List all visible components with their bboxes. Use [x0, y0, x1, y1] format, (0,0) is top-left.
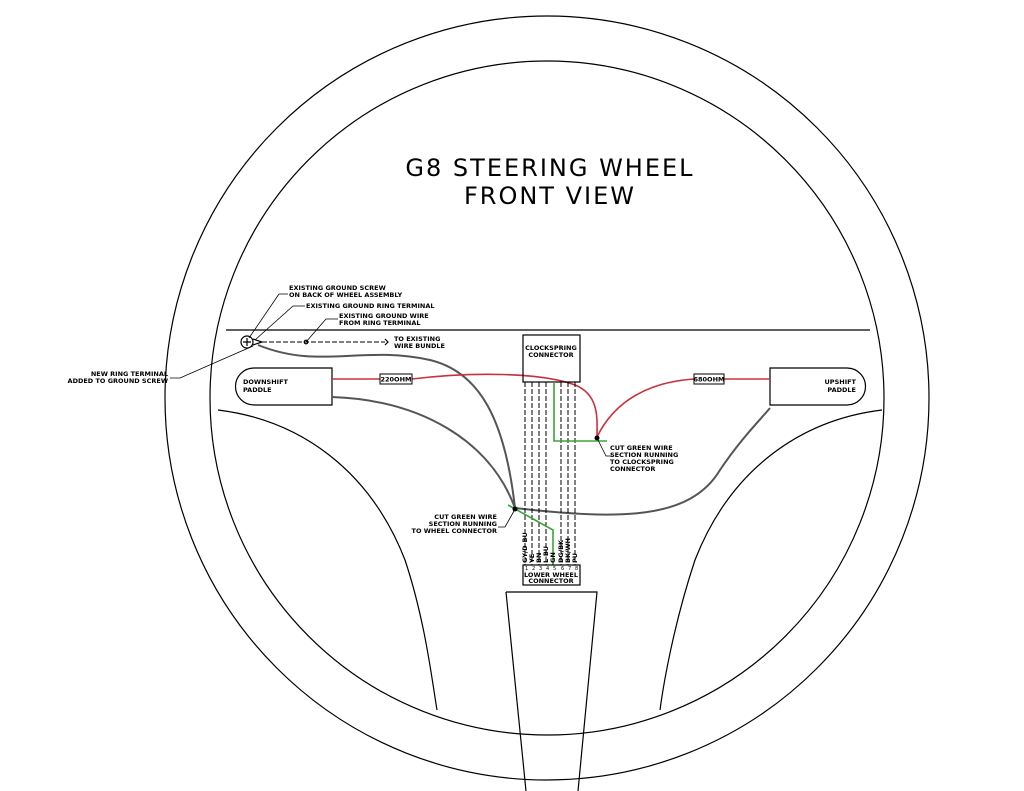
resistor-680-label: 680OHM	[693, 376, 724, 384]
upshift-label-2: PADDLE	[827, 386, 856, 394]
pin-number: 8	[575, 566, 578, 572]
pin-numbers: 1 2 3 4 5 6 7 8	[525, 566, 578, 572]
resistor-220	[379, 373, 413, 385]
green-wire-wheel	[507, 504, 554, 565]
callout-ground-screw-1: EXISTING GROUND SCREW	[289, 284, 386, 292]
leader-ground-wire	[305, 318, 338, 343]
left-spoke-edge	[217, 409, 438, 711]
pin-number: 1	[525, 566, 528, 572]
downshift-label-2: PADDLE	[243, 386, 272, 394]
upshift-label-1: UPSHIFT	[825, 378, 857, 386]
lower-connector-label-1: LOWER WHEEL	[524, 571, 578, 579]
splice-clockspring	[594, 435, 600, 441]
callout-to-bundle-1: TO EXISTING	[394, 335, 440, 343]
callout-cut-clock-4: CONNECTOR	[610, 465, 655, 473]
leader-ground-screw	[248, 293, 288, 339]
continuation-icon	[384, 338, 389, 346]
wheel-inner-rim	[209, 60, 885, 736]
callout-cut-wheel-2: SECTION RUNNING	[429, 520, 497, 528]
green-wire-clockspring	[553, 382, 607, 442]
callout-cut-clock-3: TO CLOCKSPRING	[610, 458, 674, 466]
callout-cut-clock-1: CUT GREEN WIRE	[610, 444, 673, 452]
title-line1: G8 STEERING WHEEL	[405, 154, 694, 182]
wire-label: PU	[571, 553, 579, 563]
upshift-ground-wire	[514, 407, 771, 516]
wire-label: BN	[535, 553, 543, 563]
wheel-outer-rim	[164, 15, 930, 781]
resistor-680	[693, 373, 725, 385]
callout-ground-screw-2: ON BACK OF WHEEL ASSEMBLY	[289, 291, 403, 299]
leader-cut-wheel	[498, 510, 515, 528]
callout-ground-wire-1: EXISTING GROUND WIRE	[339, 312, 429, 320]
lower-connector-label-2: CONNECTOR	[528, 577, 573, 585]
callout-new-ring-2: ADDED TO GROUND SCREW	[68, 377, 168, 385]
ground-screw-icon	[240, 335, 254, 349]
right-spoke-edge	[659, 409, 883, 711]
ring-terminal-icon	[252, 338, 264, 346]
title-line2: FRONT VIEW	[464, 182, 636, 210]
upshift-signal-wire	[596, 378, 770, 438]
leader-ring-terminal	[254, 305, 305, 341]
callout-cut-wheel-1: CUT GREEN WIRE	[434, 513, 497, 521]
ground-wire-1	[257, 344, 516, 509]
clockspring-label-1: CLOCKSPRING	[525, 344, 577, 352]
clockspring-label-2: CONNECTOR	[528, 351, 573, 359]
bottom-spoke	[505, 591, 598, 791]
wire-node	[303, 339, 309, 345]
leader-new-ring	[170, 345, 254, 379]
pin-number: 5	[553, 566, 556, 572]
callout-ring-terminal: EXISTING GROUND RING TERMINAL	[306, 302, 435, 310]
callout-new-ring-1: NEW RING TERMINAL	[91, 370, 168, 378]
callout-ground-wire-2: FROM RING TERMINAL	[339, 319, 421, 327]
pin-number: 2	[532, 566, 535, 572]
splice-wheel	[512, 506, 518, 512]
callout-to-bundle-2: WIRE BUNDLE	[394, 342, 445, 350]
downshift-label-1: DOWNSHIFT	[243, 378, 289, 386]
clockspring-connector	[522, 334, 581, 383]
wire-label: GY/D-BU	[521, 532, 529, 563]
pin-number: 6	[561, 566, 564, 572]
downshift-paddle	[234, 367, 333, 406]
pin-number: 7	[568, 566, 571, 572]
wire-label: L-BU	[542, 546, 550, 563]
callout-cut-clock-2: SECTION RUNNING	[610, 451, 678, 459]
pin-number: 3	[539, 566, 542, 572]
wire-label: BK/WH	[564, 538, 572, 563]
pin-number: 4	[546, 566, 549, 572]
downshift-signal-wire	[332, 373, 598, 438]
wire-labels: GY/D-BU YE BN L-BU GN DG/BK BK/WH PU	[521, 532, 579, 564]
lower-wheel-connector	[522, 564, 581, 586]
wire-label: GN	[549, 552, 557, 563]
downshift-ground-wire	[331, 396, 516, 509]
resistor-220-label: 220OHM	[380, 376, 411, 384]
callout-cut-wheel-3: TO WHEEL CONNECTOR	[412, 527, 497, 535]
wire-label: DG/BK	[557, 539, 565, 563]
wire-label: YE	[528, 554, 536, 564]
ground-screw-cross	[243, 338, 251, 346]
connector-wires	[524, 382, 576, 565]
upshift-paddle	[769, 367, 867, 406]
leader-cut-clock	[597, 439, 612, 457]
